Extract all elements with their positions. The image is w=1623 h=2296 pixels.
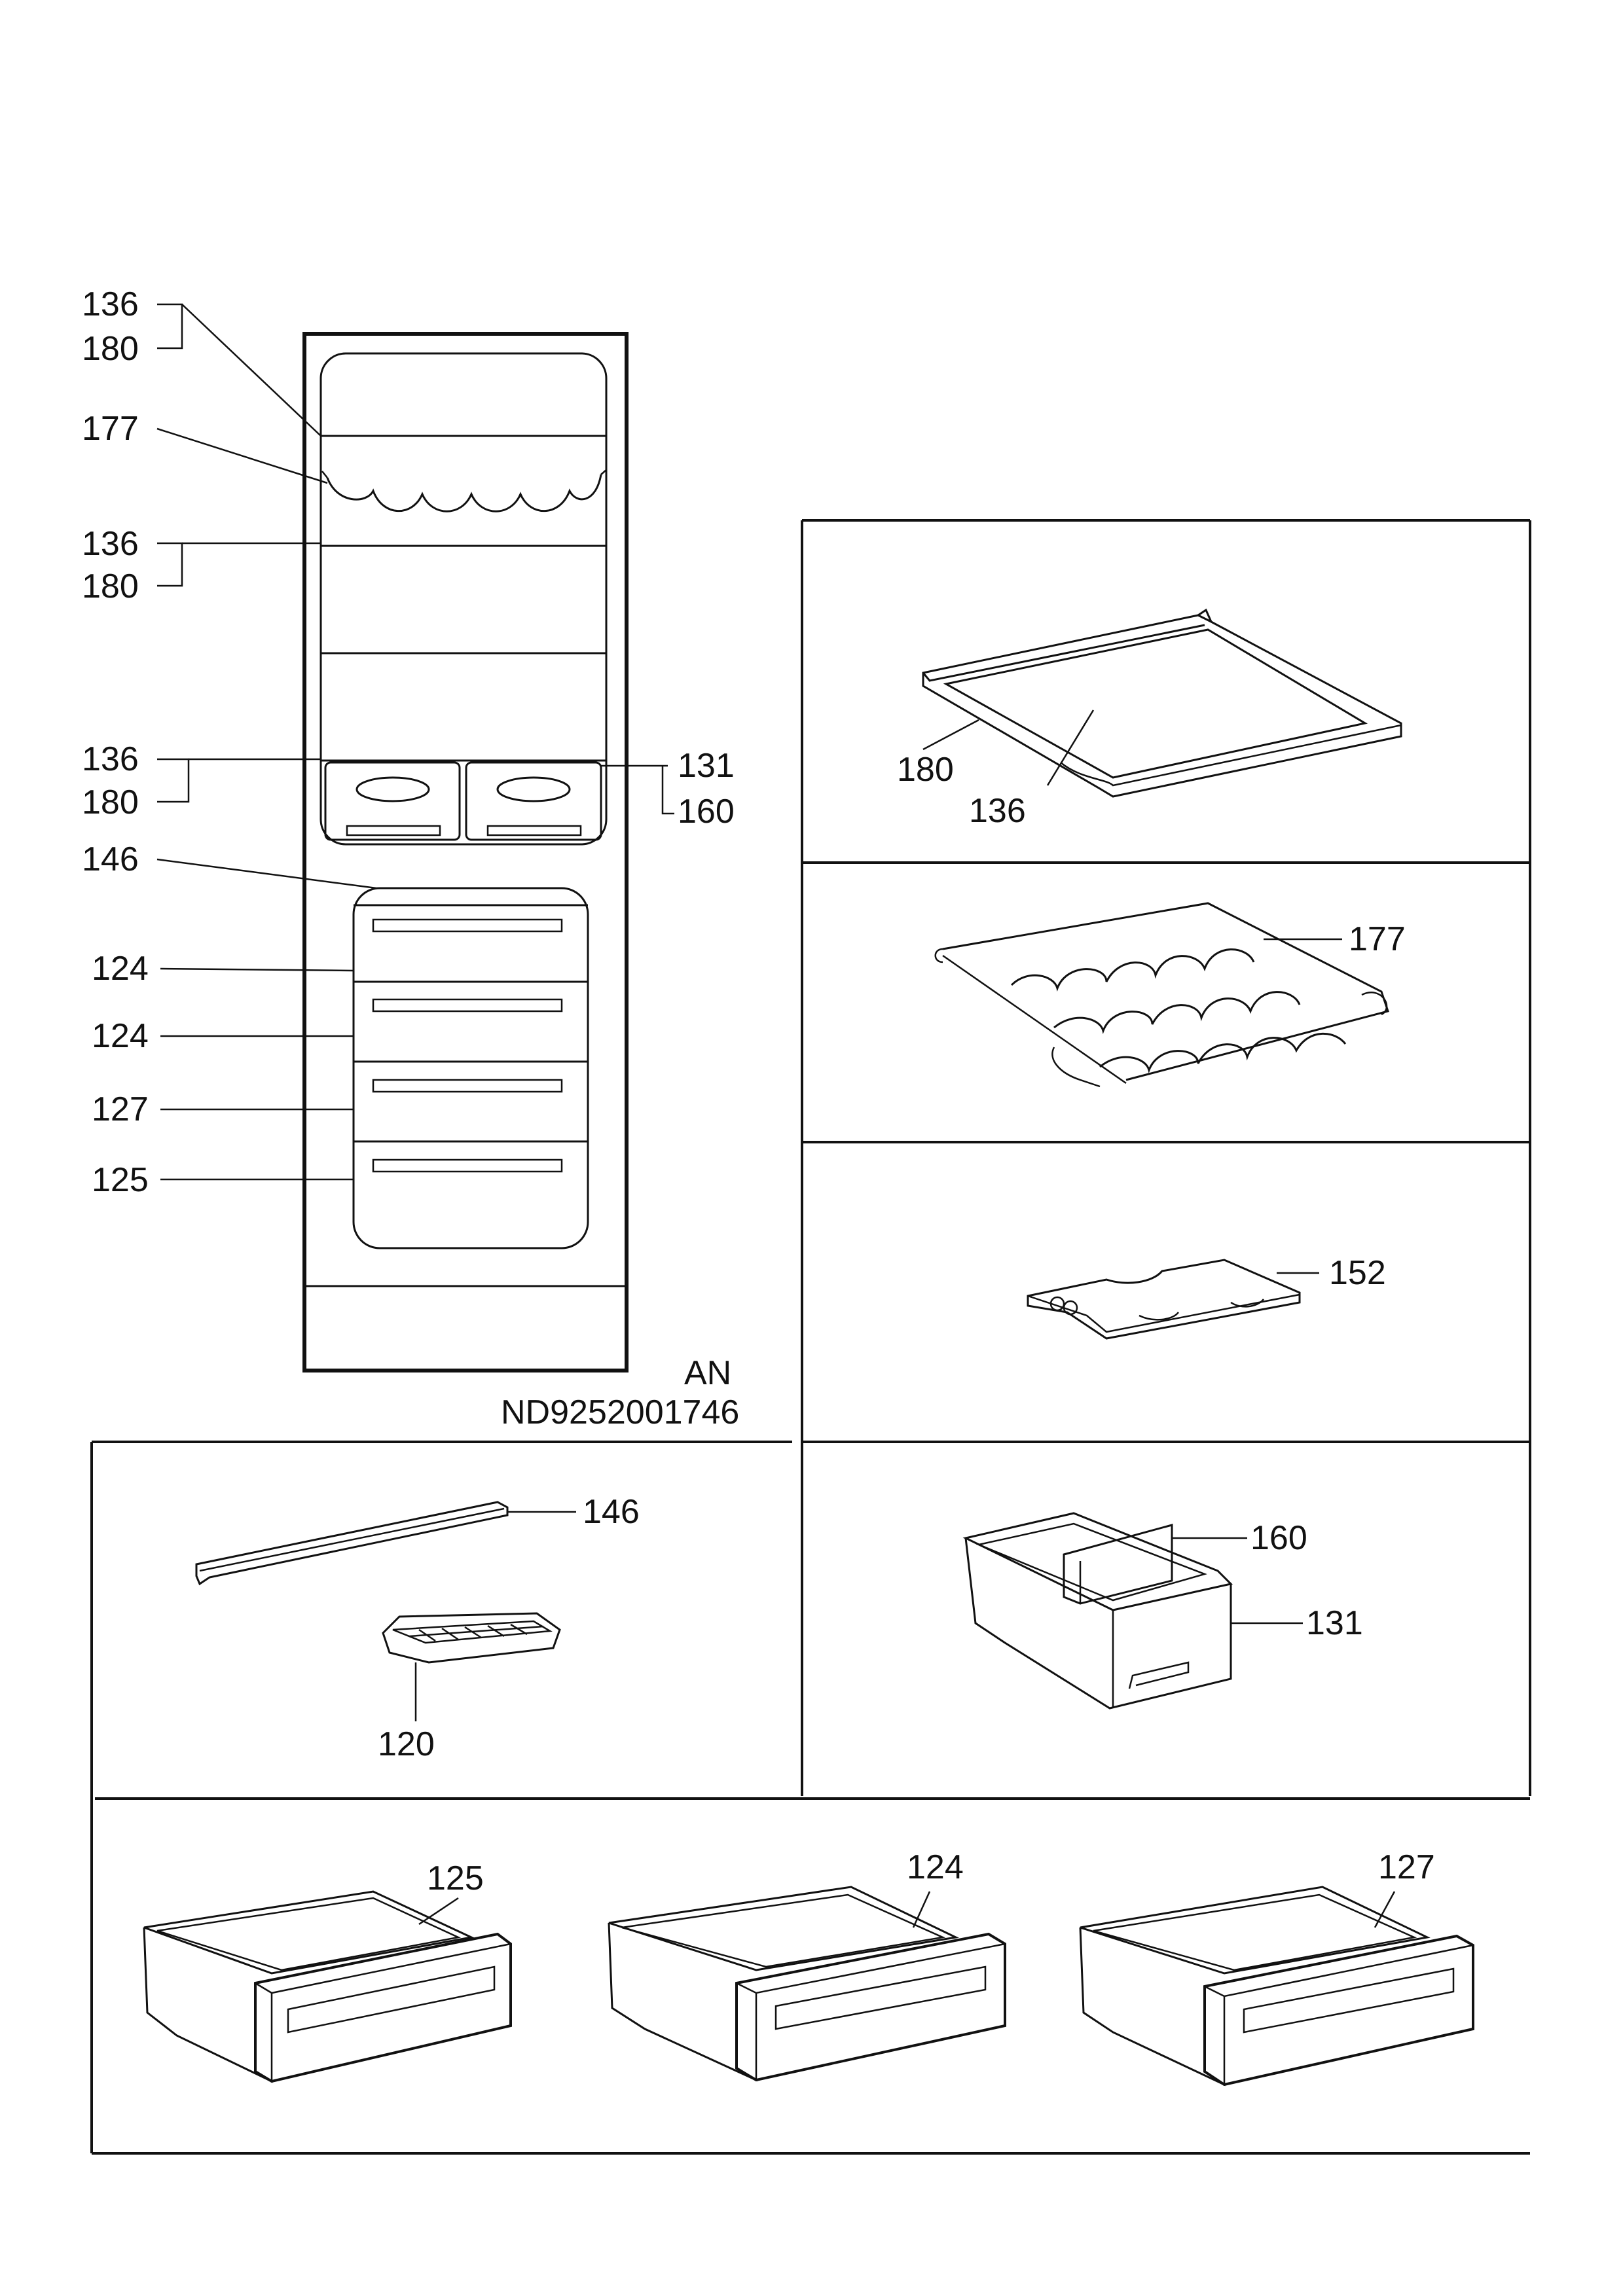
ice-tray-rim [392,1620,553,1644]
crisper-box-inner [976,1522,1207,1708]
overview-callouts: 136 180 177 136 180 136 180 131 160 146 … [82,285,739,1431]
callout-160-overview: 160 [678,793,735,831]
drawer-handle-3 [372,1079,563,1093]
fridge-cabinet [302,332,629,1372]
panel-divider-plate: 152 [1027,1254,1386,1340]
drawer-124-label: 124 [907,1848,964,1886]
bottle-rack-top-rail [942,902,1389,1081]
drawer-124: 124 [608,1848,1006,2082]
divider-plate-notch [1139,1299,1264,1321]
drawer-127-label: 127 [1378,1848,1435,1886]
bottle-rack-wave-1 [1010,948,1255,992]
glass-shelf-pane [943,628,1368,779]
ice-tray-outline [382,1612,561,1664]
callout-180-top: 180 [82,330,139,368]
divider-plate-hinge-2 [1063,1300,1078,1316]
glass-shelf-front-edge [1060,724,1402,787]
divider-plate-top [1027,1293,1300,1333]
panel-drawers: 125 124 127 [143,1848,1474,2087]
callout-136-mid: 136 [82,525,139,563]
crisper-box-top [962,1512,1233,1611]
crisper-divider-label: 160 [1250,1519,1307,1557]
callout-180-mid: 180 [82,567,139,605]
crisper-left-handle [356,776,430,802]
callout-180-low: 180 [82,783,139,821]
panel-trim-and-ice: 146 120 [195,1493,640,1763]
callout-136-low: 136 [82,740,139,778]
bottle-rack-wave [326,474,602,512]
bottle-rack-hook-left [934,948,943,963]
callout-177: 177 [82,410,139,448]
callout-124-first: 124 [92,950,149,988]
freezer-compartment [352,887,589,1249]
trim-strip-label: 146 [583,1493,640,1531]
crisper-divider-shape [1063,1524,1173,1605]
crisper-right-base [486,825,582,836]
bottle-rack-label: 177 [1349,920,1406,958]
fridge-compartment [319,352,608,846]
crisper-box-body [964,1537,1232,1710]
panel-glass-shelf: 180 136 [897,608,1402,830]
crisper-left [324,761,461,841]
divider-plate-shape [1027,1259,1301,1340]
drawer-handle-4 [372,1158,563,1173]
crisper-left-base [346,825,441,836]
bottle-rack-hook-right [1361,992,1388,1016]
callout-125-overview: 125 [92,1161,149,1199]
bottle-rack-wave-2 [1053,991,1301,1035]
drawing-code-line-2: ND9252001746 [501,1393,739,1431]
ice-tray-label: 120 [378,1725,435,1763]
crisper-right [465,761,602,841]
glass-shelf-frame-outer [922,614,1402,798]
panel-crisper: 160 131 [962,1512,1363,1710]
drawing-code-line-1: AN [684,1354,731,1392]
crisper-box-label: 131 [1306,1604,1363,1642]
drawer-125-label: 125 [427,1859,484,1897]
drawer-125: 125 [143,1859,512,2083]
glass-shelf-frame-label: 180 [897,751,954,789]
callout-146-overview: 146 [82,840,139,878]
drawer-handle-1 [372,918,563,933]
callout-127-overview: 127 [92,1090,149,1128]
bottle-rack-hook-front [1051,1047,1101,1088]
bottle-rack-back-rail [942,954,1127,1085]
bottle-rack-ends [321,469,607,478]
ice-tray-cells [409,1623,544,1642]
drawer-127: 127 [1079,1848,1474,2087]
callout-131-overview: 131 [678,747,735,785]
crisper-box-handle-notch [1128,1661,1190,1689]
panel-bottle-rack: 177 [934,902,1406,1088]
glass-shelf-glass-label: 136 [969,792,1026,830]
glass-shelf-rim [922,608,1213,682]
bottle-rack-wave-3 [1099,1032,1347,1074]
overview-leaders [156,303,674,1181]
trim-strip-shape [195,1501,509,1586]
panel-frames [90,519,1531,2155]
callout-136-top: 136 [82,285,139,323]
callout-124-second: 124 [92,1017,149,1055]
fridge-overview [302,332,629,1372]
divider-plate-label: 152 [1329,1254,1386,1292]
drawer-handle-2 [372,998,563,1013]
divider-plate-hinge-1 [1049,1296,1065,1312]
crisper-right-handle [496,776,571,802]
